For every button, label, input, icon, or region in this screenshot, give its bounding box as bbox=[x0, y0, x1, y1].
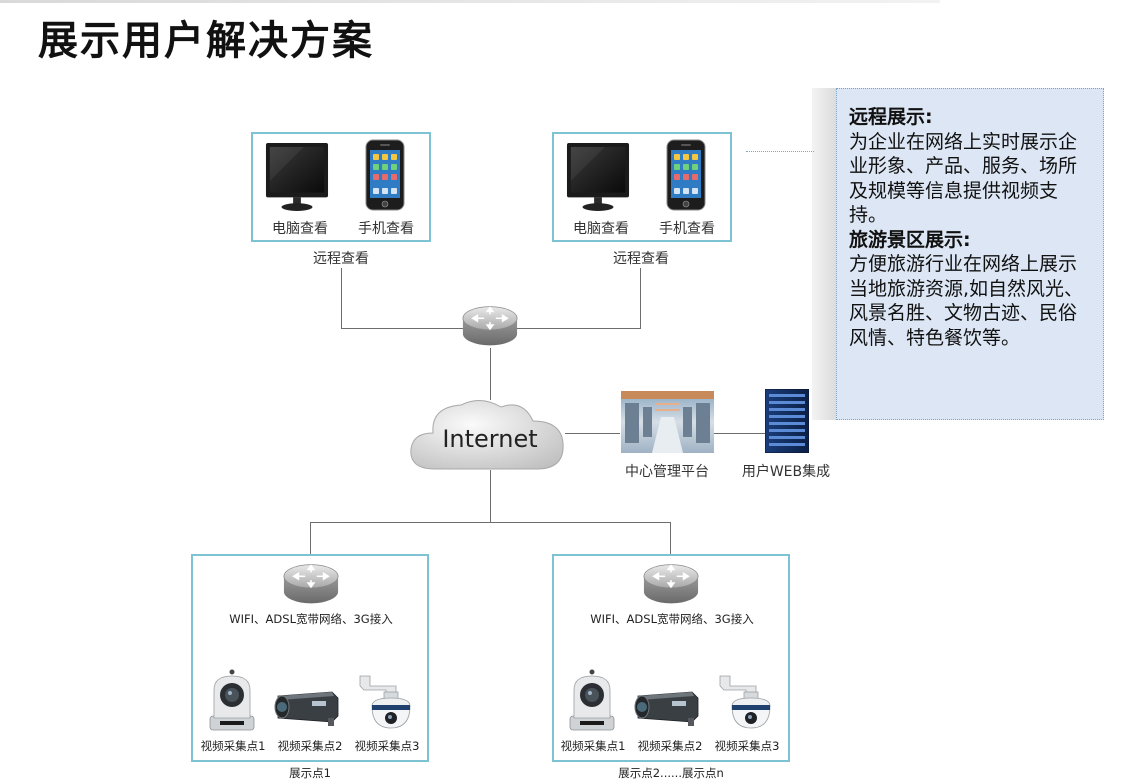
smartphone-icon bbox=[666, 139, 706, 211]
router-icon bbox=[642, 562, 700, 606]
connector-line bbox=[341, 268, 342, 329]
dome-camera-icon bbox=[356, 672, 416, 732]
remote-view-label: 远程查看 bbox=[313, 251, 369, 267]
data-center-icon bbox=[621, 391, 714, 453]
callout-pointer bbox=[746, 151, 814, 152]
phone-view-label: 手机查看 bbox=[659, 221, 715, 237]
header-rule bbox=[0, 0, 940, 3]
callout-heading: 远程展示: bbox=[849, 106, 933, 128]
bullet-camera-icon bbox=[272, 688, 348, 728]
server-rack-icon bbox=[765, 389, 809, 453]
camera-point-label: 视频采集点2 bbox=[637, 739, 703, 753]
connector-line bbox=[310, 522, 671, 523]
network-access-label: WIFI、ADSL宽带网络、3G接入 bbox=[590, 612, 754, 626]
connector-line bbox=[490, 348, 491, 400]
connector-line bbox=[490, 470, 491, 522]
connector-line bbox=[640, 268, 641, 329]
center-platform-label: 中心管理平台 bbox=[625, 464, 709, 480]
computer-monitor-icon bbox=[566, 142, 630, 212]
computer-monitor-icon bbox=[265, 142, 329, 212]
camera-point-label: 视频采集点3 bbox=[714, 739, 780, 753]
page-title: 展示用户解决方案 bbox=[38, 18, 374, 64]
remote-view-box: 电脑查看 手机查看 bbox=[251, 132, 431, 242]
camera-point-label: 视频采集点2 bbox=[277, 739, 343, 753]
site-label: 展示点1 bbox=[289, 766, 331, 780]
callout-heading: 旅游景区展示: bbox=[849, 228, 971, 251]
bullet-camera-icon bbox=[632, 688, 708, 728]
desk-camera-icon bbox=[564, 668, 620, 732]
camera-point-label: 视频采集点3 bbox=[354, 739, 420, 753]
connector-line bbox=[670, 522, 671, 566]
phone-view-label: 手机查看 bbox=[358, 221, 414, 237]
web-integration-label: 用户WEB集成 bbox=[741, 464, 831, 480]
internet-cloud-icon bbox=[410, 400, 564, 470]
callout-box: 远程展示: 为企业在网络上实时展示企业形象、产品、服务、场所及规模等信息提供视频… bbox=[836, 88, 1104, 420]
connector-line bbox=[341, 328, 468, 329]
router-icon bbox=[461, 304, 519, 348]
callout-shadow bbox=[812, 88, 836, 420]
remote-view-box: 电脑查看 手机查看 bbox=[552, 132, 732, 242]
connector-line bbox=[565, 433, 620, 434]
connector-line bbox=[714, 433, 766, 434]
camera-point-label: 视频采集点1 bbox=[560, 739, 626, 753]
callout-text: 方便旅游行业在网络上展示当地旅游资源,如自然风光、风景名胜、文物古迹、民俗风情、… bbox=[849, 253, 1084, 349]
pc-view-label: 电脑查看 bbox=[272, 221, 328, 237]
desk-camera-icon bbox=[204, 668, 260, 732]
remote-view-label: 远程查看 bbox=[613, 251, 669, 267]
dome-camera-icon bbox=[716, 672, 776, 732]
internet-label: Internet bbox=[442, 425, 538, 453]
network-access-label: WIFI、ADSL宽带网络、3G接入 bbox=[229, 612, 393, 626]
callout-text: 为企业在网络上实时展示企业形象、产品、服务、场所及规模等信息提供视频支持。 bbox=[849, 130, 1078, 227]
smartphone-icon bbox=[365, 139, 405, 211]
site-label: 展示点2......展示点n bbox=[618, 766, 724, 780]
pc-view-label: 电脑查看 bbox=[573, 221, 629, 237]
camera-point-label: 视频采集点1 bbox=[200, 739, 266, 753]
connector-line bbox=[310, 522, 311, 566]
connector-line bbox=[516, 328, 641, 329]
router-icon bbox=[282, 562, 340, 606]
